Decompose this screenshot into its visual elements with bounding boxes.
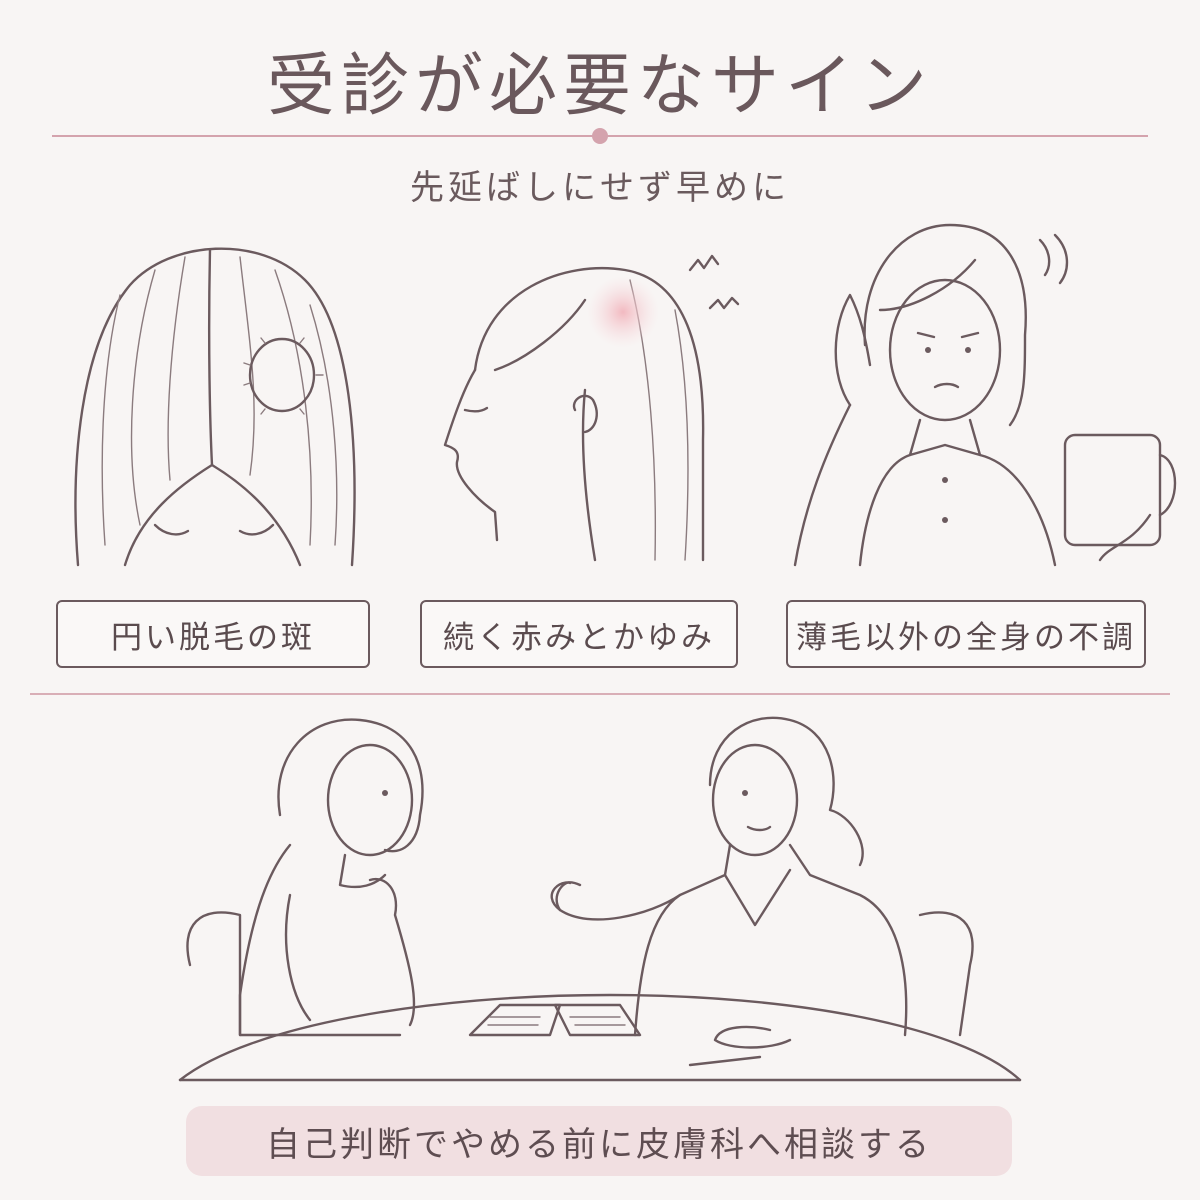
bald-patch-illustration	[74, 247, 356, 567]
consultation-illustration	[178, 716, 1022, 1082]
general-discomfort-illustration	[793, 223, 1177, 567]
page-title: 受診が必要なサイン	[266, 47, 933, 126]
consult-dermatologist-banner: 自己判断でやめる前に皮膚科へ相談する	[186, 1106, 1012, 1176]
sign-label-bald-patch: 円い脱毛の斑	[56, 600, 370, 668]
sign-label-redness-itch: 続く赤みとかゆみ	[420, 600, 738, 668]
red-itchy-scalp-illustration	[443, 254, 740, 562]
page-subtitle: 先延ばしにせず早めに	[410, 168, 790, 208]
section-divider	[30, 693, 1170, 695]
sign-label-body-discomfort: 薄毛以外の全身の不調	[786, 600, 1146, 668]
title-divider	[52, 128, 1148, 144]
